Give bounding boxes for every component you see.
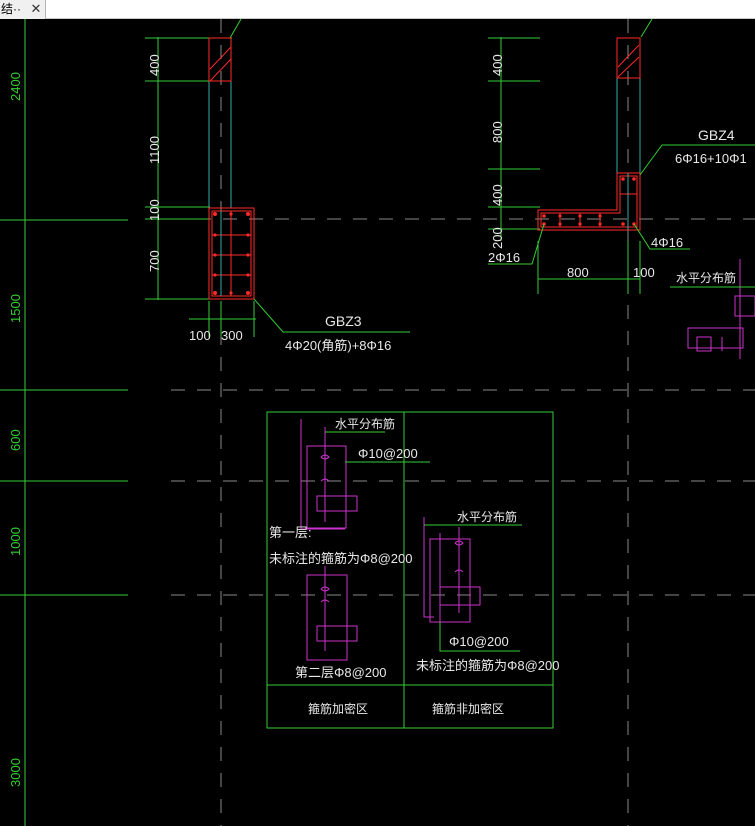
left-layer1-label: 第一层: — [269, 525, 312, 540]
left-layer2-label: 第二层Φ8@200 — [295, 665, 387, 680]
tab-bar: 结·· ✕ — [0, 0, 755, 19]
right-top-label: 水平分布筋 — [457, 509, 517, 524]
right-cell-leaders — [424, 524, 522, 652]
left-top-spec: Φ10@200 — [358, 446, 418, 461]
gbz3-name: GBZ3 — [325, 313, 362, 329]
gbz4-wall — [537, 37, 641, 231]
close-icon[interactable]: ✕ — [30, 1, 42, 16]
right-horizontal-rebar-label: 水平分布筋 — [676, 270, 736, 285]
right-cell-stirrups — [423, 517, 481, 627]
right-bottom-spec: Φ10@200 — [449, 634, 509, 649]
gbz4-name: GBZ4 — [698, 127, 735, 143]
axis-grid — [171, 19, 755, 826]
gbz4-dim-400b: 400 — [490, 184, 505, 206]
gbz4-dim-200: 200 — [490, 227, 505, 249]
right-footer: 箍筋非加密区 — [432, 701, 504, 716]
stirrup-table — [266, 411, 554, 729]
gbz4-dim-400: 400 — [490, 54, 505, 76]
gbz3-dim-1100: 1100 — [147, 136, 162, 164]
gbz3-dim-100-h: 100 — [189, 328, 211, 343]
left-footer: 箍筋加密区 — [308, 701, 368, 716]
cad-canvas[interactable]: 2400 1500 600 1000 3000 400 1100 100 700… — [0, 19, 755, 826]
left-top-label: 水平分布筋 — [335, 416, 395, 431]
left-cell-stirrups — [300, 419, 358, 661]
left-cell-leaders — [325, 431, 430, 463]
gbz3-dim-700: 700 — [147, 250, 162, 272]
gbz3-dimensions — [145, 19, 256, 337]
dim-1500: 1500 — [8, 294, 23, 323]
gbz4-dim-800: 800 — [490, 121, 505, 143]
gbz3-spec: 4Φ20(角筋)+8Φ16 — [285, 338, 391, 353]
tab-drawing[interactable]: 结·· ✕ — [0, 0, 46, 19]
left-dimension-line — [0, 19, 128, 826]
right-note: 未标注的箍筋为Φ8@200 — [416, 658, 560, 673]
gbz4-spec: 6Φ16+10Φ1 — [675, 151, 747, 166]
gbz4-dim-800-h: 800 — [567, 265, 589, 280]
gbz4-leaders — [488, 144, 755, 265]
dim-600: 600 — [8, 429, 23, 451]
gbz3-leader — [253, 298, 410, 333]
tab-title: 结·· — [1, 2, 21, 16]
gbz3-wall — [208, 37, 255, 300]
gbz3-dim-300-h: 300 — [221, 328, 243, 343]
dim-3000: 3000 — [8, 758, 23, 787]
dim-2400: 2400 — [8, 72, 23, 101]
right-partial-detail — [670, 259, 755, 359]
dim-1000: 1000 — [8, 527, 23, 556]
gbz3-rebars — [213, 212, 250, 295]
gbz4-dim-100-h: 100 — [633, 265, 655, 280]
gbz3-dim-400: 400 — [147, 54, 162, 76]
gbz4-rebar-right: 4Φ16 — [651, 235, 683, 250]
left-note: 未标注的箍筋为Φ8@200 — [269, 551, 413, 566]
gbz4-rebar-left: 2Φ16 — [488, 250, 520, 265]
gbz4-rebars — [542, 177, 636, 226]
gbz3-dim-100: 100 — [147, 199, 162, 221]
